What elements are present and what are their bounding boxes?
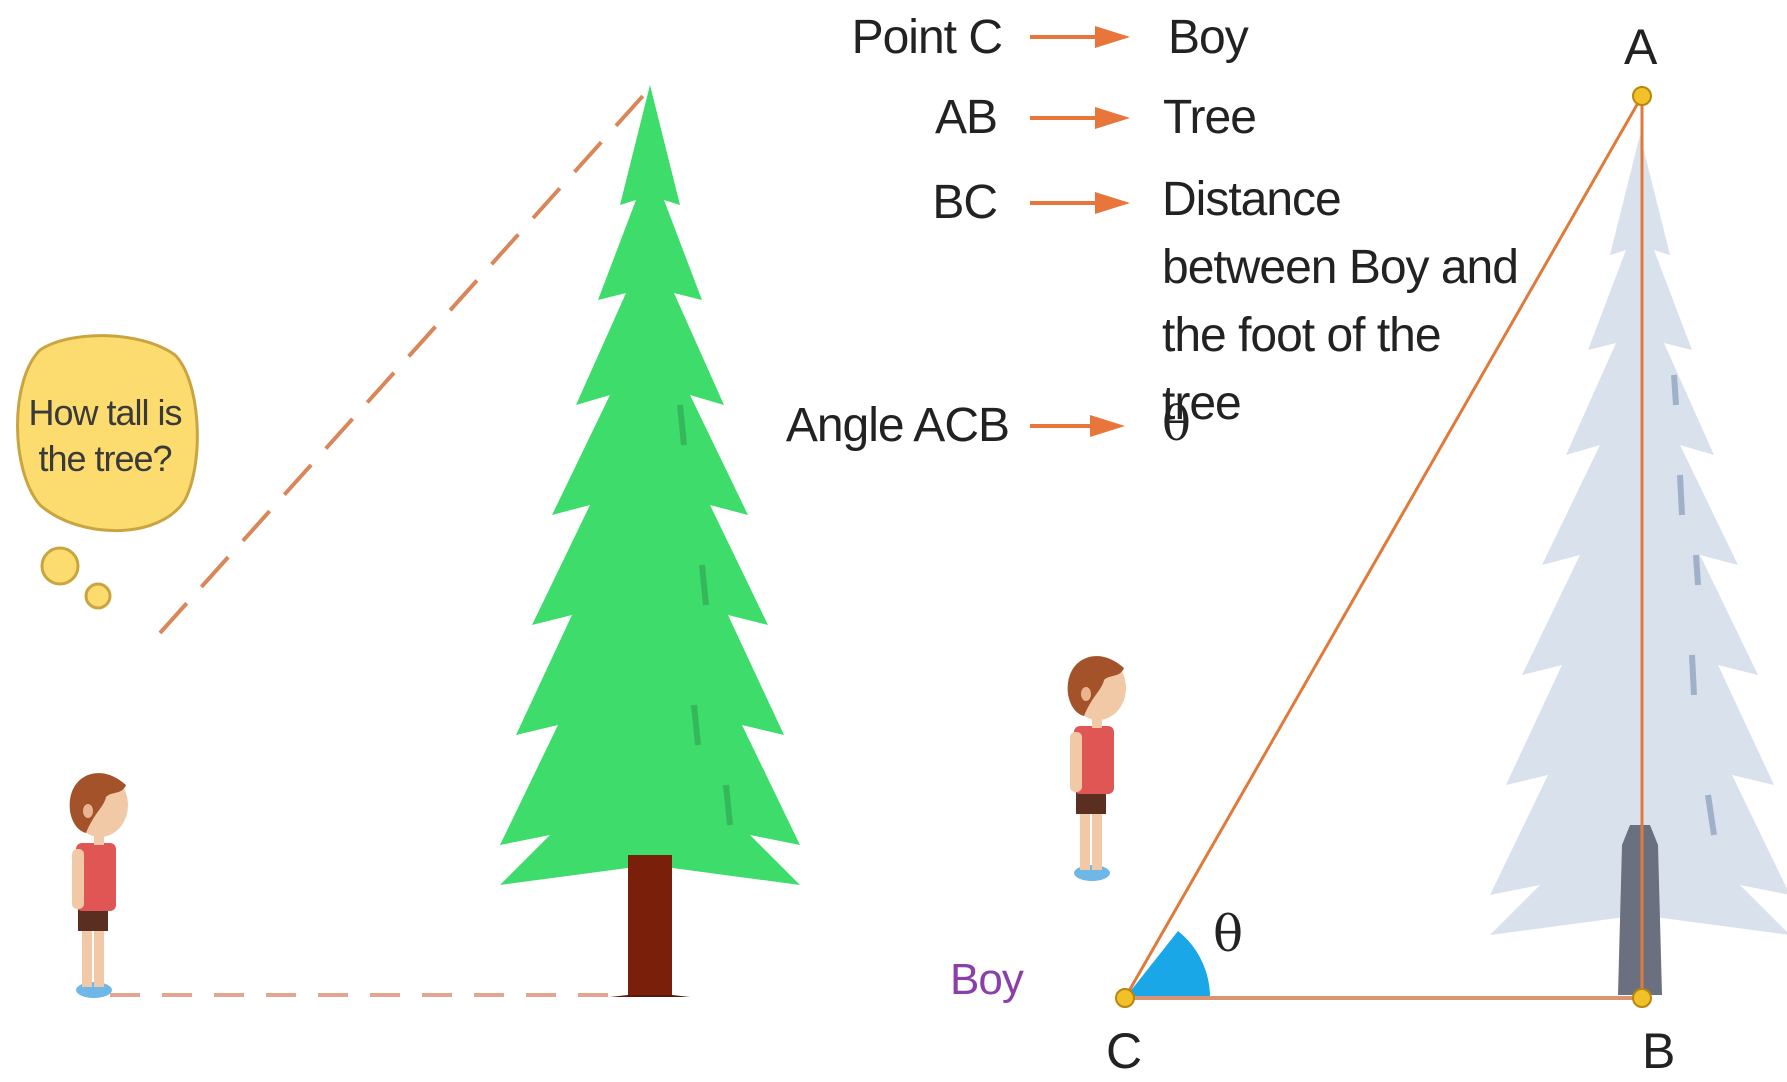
angle-theta-label: θ [1213, 905, 1244, 963]
legend-label-point-c: Point C [851, 11, 1003, 64]
angle-theta-wedge [1125, 931, 1211, 998]
legend-label-bc: BC [932, 176, 998, 229]
legend-value-theta: θ [1162, 396, 1191, 452]
thought-bubble-icon [16, 334, 199, 610]
vertex-c-label: C [1106, 1023, 1143, 1079]
boy-figure-icon [69, 773, 128, 998]
vertex-a-label: A [1624, 19, 1658, 75]
vertex-b-dot [1632, 988, 1652, 1008]
ghost-pine-tree-icon [1490, 135, 1787, 995]
legend-value-tree: Tree [1163, 91, 1257, 144]
vertex-b-label: B [1642, 1023, 1676, 1079]
vertex-c-dot [1115, 988, 1135, 1008]
boy-caption: Boy [950, 955, 1024, 1004]
legend-label-angle-acb: Angle ACB [785, 399, 1010, 452]
legend-label-ab: AB [934, 91, 998, 144]
thought-bubble-text: How tall is the tree? [28, 392, 182, 479]
pine-tree-icon [500, 85, 800, 997]
vertex-a-dot [1632, 86, 1652, 106]
legend-arrow-icon [1030, 26, 1130, 437]
side-ca [1123, 95, 1644, 999]
boy-figure-icon [1067, 656, 1126, 881]
legend-value-distance: Distance between Boy and the foot of the… [1162, 173, 1519, 430]
legend-value-boy: Boy [1168, 11, 1249, 64]
